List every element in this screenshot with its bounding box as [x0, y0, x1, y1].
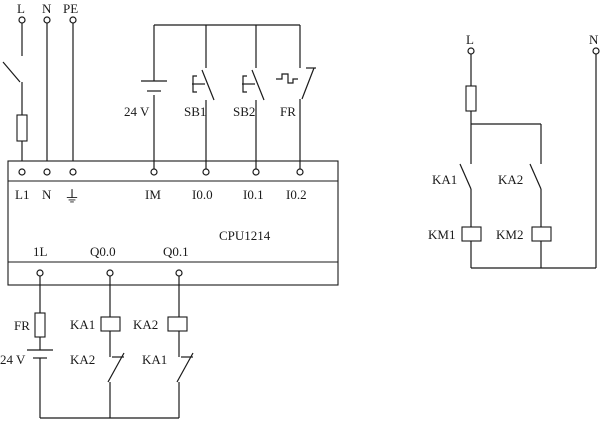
- fuse-fr-output: [34, 312, 46, 338]
- label-24v-output: 24 V: [0, 352, 26, 367]
- line-label-l: L: [17, 1, 25, 16]
- main-line-label-n: N: [589, 32, 599, 47]
- label-sb1: SB1: [184, 104, 206, 119]
- label-i0-2: I0.2: [286, 187, 307, 202]
- label-l1: L1: [15, 187, 29, 202]
- terminal-i0-2: [296, 168, 304, 176]
- label-ka2-main: KA2: [498, 172, 523, 187]
- line-label-pe: PE: [63, 1, 78, 16]
- label-fr-input: FR: [280, 104, 296, 119]
- coil-km2: [531, 226, 552, 242]
- terminal-q0-1: [175, 269, 183, 277]
- main-terminal-n: [592, 47, 600, 55]
- label-km2: KM2: [496, 227, 523, 242]
- interlock-contact-ka2: [107, 352, 125, 383]
- label-q0-0: Q0.0: [90, 244, 116, 259]
- coil-ka1: [100, 316, 121, 332]
- plc-body: [7, 160, 339, 286]
- label-n: N: [42, 187, 52, 202]
- terminal-n-top: [43, 16, 51, 24]
- label-24v-input: 24 V: [124, 104, 150, 119]
- plc-model: CPU1214: [219, 228, 271, 243]
- terminal-i0-0: [202, 168, 210, 176]
- contact-ka2-main: [529, 163, 542, 190]
- main-terminal-l: [467, 47, 475, 55]
- label-km1: KM1: [428, 227, 455, 242]
- contact-ka1-main: [459, 163, 472, 190]
- label-1l: 1L: [33, 244, 48, 259]
- input-top-bus: [153, 24, 300, 169]
- label-sb2: SB2: [233, 104, 255, 119]
- label-ka2-coil: KA2: [133, 317, 158, 332]
- ground-symbol-icon: ⏚: [64, 187, 80, 206]
- label-i0-0: I0.0: [192, 187, 213, 202]
- main-fuse: [465, 85, 477, 112]
- label-fr-output: FR: [14, 318, 30, 333]
- terminal-ground: [69, 168, 77, 176]
- terminal-im: [150, 168, 158, 176]
- line-l-wire: [2, 23, 23, 170]
- label-ka1-main: KA1: [432, 172, 457, 187]
- terminal-q0-0: [106, 269, 114, 277]
- interlock-contact-ka1: [176, 352, 194, 383]
- terminal-n: [43, 168, 51, 176]
- pushbutton-sb2: [242, 25, 265, 169]
- terminal-l-top: [18, 16, 26, 24]
- coil-ka2: [167, 316, 188, 332]
- terminal-pe-top: [69, 16, 77, 24]
- pushbutton-sb1: [192, 25, 215, 169]
- label-q0-1: Q0.1: [163, 244, 189, 259]
- label-ka1-coil: KA1: [70, 317, 95, 332]
- thermal-contact-fr: [276, 25, 316, 169]
- coil-km1: [461, 226, 482, 242]
- fuse-l: [16, 114, 28, 142]
- terminal-1l: [36, 269, 44, 277]
- label-ka1-interlock: KA1: [142, 352, 167, 367]
- terminal-i0-1: [252, 168, 260, 176]
- terminal-l1: [18, 168, 26, 176]
- label-ka2-interlock: KA2: [70, 352, 95, 367]
- main-line-label-l: L: [466, 32, 474, 47]
- line-label-n: N: [42, 1, 52, 16]
- label-i0-1: I0.1: [243, 187, 264, 202]
- label-im: IM: [145, 187, 161, 202]
